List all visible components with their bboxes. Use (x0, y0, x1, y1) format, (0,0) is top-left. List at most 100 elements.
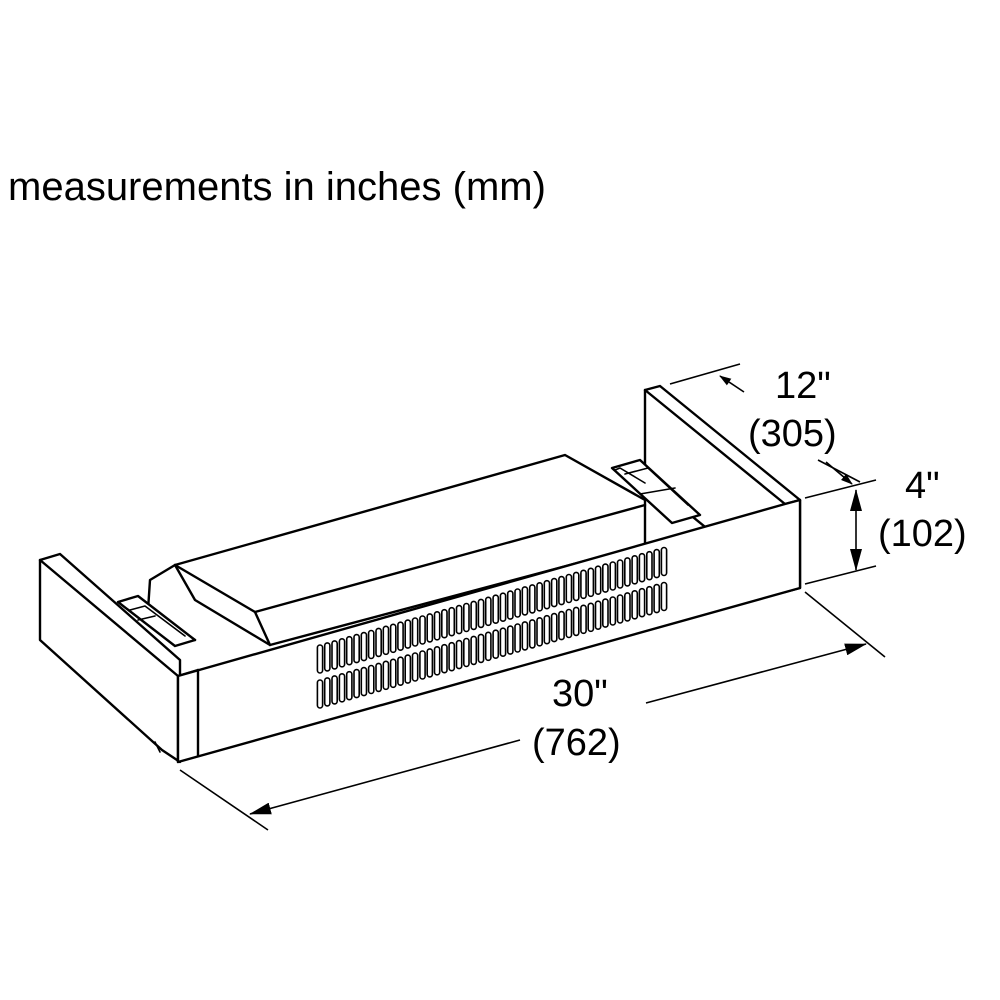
inner-rail-left (116, 594, 197, 648)
grille-slot (580, 604, 587, 635)
grille-slot (645, 550, 653, 581)
grille-slot (536, 581, 543, 612)
depth-dimension: 12" (305) (669, 363, 861, 485)
grille-slot (499, 592, 507, 623)
grille-slots (316, 546, 668, 709)
grille-slot (550, 577, 558, 608)
grille-slot (565, 573, 573, 604)
grille-slot (338, 637, 346, 668)
grille-slot (521, 586, 529, 616)
grille-slot (345, 635, 353, 666)
grille-slot (375, 627, 382, 658)
grille-slot (609, 596, 617, 626)
grille-slot (419, 650, 426, 680)
grille-slot (572, 571, 580, 602)
grille-slot (550, 612, 558, 643)
grille-slot (616, 594, 624, 624)
front-grille-panel (176, 498, 802, 764)
height-mm-label: (102) (878, 513, 967, 555)
grille-slot (462, 602, 470, 633)
grille-slot (521, 621, 529, 651)
grille-slot (543, 614, 551, 645)
grille-slot (433, 610, 441, 641)
grille-slot (316, 679, 324, 709)
grille-slot (389, 623, 397, 654)
grille-slot (404, 654, 412, 684)
grille-slot (448, 641, 456, 672)
grille-slot (367, 629, 375, 660)
grille-slot (462, 637, 470, 668)
grille-slot (323, 677, 331, 707)
grille-slot (426, 648, 434, 678)
grille-slot (477, 598, 485, 629)
grille-slot (338, 672, 346, 703)
depth-mm-label: (305) (748, 413, 837, 455)
grille-slot (484, 596, 492, 627)
grille-slot (316, 644, 324, 674)
grille-slot (660, 546, 668, 577)
grille-slot (397, 621, 404, 652)
grille-slot (477, 633, 485, 664)
grille-slot (514, 588, 521, 618)
grille-slot (645, 585, 653, 616)
height-dimension: 4" (102) (804, 465, 967, 585)
grille-slot (433, 645, 441, 676)
grille-slot (484, 631, 492, 662)
grille-slot (411, 617, 419, 647)
grille-slot (587, 602, 595, 633)
grille-slot (353, 668, 360, 699)
grille-slot (572, 606, 580, 637)
grille-slot (389, 658, 397, 689)
grille-slot (558, 575, 565, 606)
height-inches-label: 4" (905, 465, 940, 507)
toe-kick-drawing (38, 384, 802, 764)
grille-slot (580, 569, 587, 600)
grille-slot (440, 608, 448, 639)
grille-slot (353, 633, 360, 664)
grille-slot (631, 589, 639, 620)
grille-slot (455, 639, 463, 670)
grille-slot (653, 583, 661, 614)
grille-slot (345, 670, 353, 701)
grille-slot (653, 548, 661, 579)
width-mm-label: (762) (532, 722, 621, 764)
depth-inches-label: 12" (775, 365, 831, 407)
grille-slot (594, 565, 602, 596)
grille-slot (455, 604, 463, 635)
grille-slot (448, 606, 456, 637)
grille-slot (382, 625, 390, 656)
grille-slot (492, 629, 500, 660)
grille-slot (638, 552, 646, 583)
grille-slot (609, 561, 617, 591)
grille-slot (360, 666, 368, 697)
page-title: measurements in inches (mm) (8, 165, 546, 209)
grille-slot (594, 600, 602, 631)
grille-slot (506, 625, 514, 655)
grille-slot (367, 664, 375, 695)
grille-slot (528, 584, 536, 614)
grille-slot (536, 616, 543, 647)
grille-slot (623, 592, 631, 622)
grille-slot (360, 631, 368, 662)
grille-slot (543, 579, 551, 610)
grille-slot (514, 623, 521, 653)
grille-slot (601, 563, 609, 593)
grille-slot (440, 643, 448, 674)
left-end-panel (38, 552, 200, 764)
grille-slot (419, 615, 426, 645)
grille-slot (397, 656, 404, 687)
grille-slot (411, 652, 419, 682)
grille-slot (375, 662, 382, 693)
grille-slot (470, 600, 478, 631)
grille-slot (587, 567, 595, 598)
grille-slot (492, 594, 500, 625)
grille-slot (470, 635, 478, 666)
grille-slot (331, 640, 338, 670)
grille-slot (565, 608, 573, 639)
grille-slot (601, 598, 609, 628)
grille-slot (631, 554, 639, 585)
grille-slot (323, 642, 331, 672)
width-inches-label: 30" (552, 673, 608, 715)
grille-slot (331, 675, 338, 705)
